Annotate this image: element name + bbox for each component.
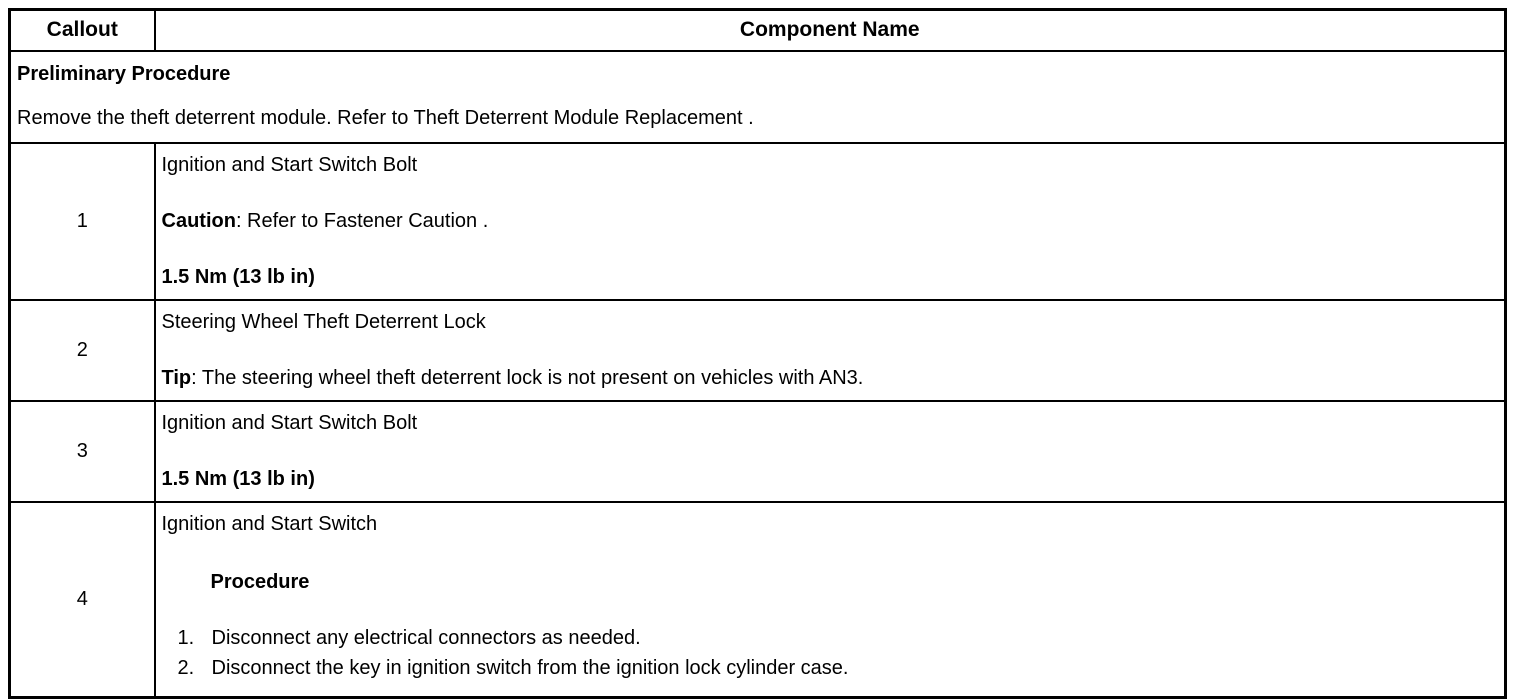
procedure-heading-4: Procedure xyxy=(210,571,310,594)
preliminary-procedure-row: Preliminary Procedure Remove the theft d… xyxy=(8,50,1507,145)
list-item: 1. Disconnect any electrical connectors … xyxy=(162,626,1499,650)
table-row: 2 Steering Wheel Theft Deterrent Lock Ti… xyxy=(8,299,1507,403)
tip-label: Tip xyxy=(161,367,192,390)
column-header-component-name: Component Name xyxy=(153,8,1507,53)
step-text: Disconnect any electrical connectors as … xyxy=(211,627,641,650)
callout-number-3: 3 xyxy=(8,400,156,504)
tip-note-2: Tip: The steering wheel theft deterrent … xyxy=(162,366,1499,390)
component-callout-table: Callout Component Name Preliminary Proce… xyxy=(8,8,1507,699)
table-head: Callout Component Name xyxy=(8,8,1507,53)
procedure-step-list: 1. Disconnect any electrical connectors … xyxy=(162,626,1499,680)
component-cell-3: Ignition and Start Switch Bolt 1.5 Nm (1… xyxy=(153,400,1507,504)
component-name-3: Ignition and Start Switch Bolt xyxy=(161,412,418,435)
callout-number-2: 2 xyxy=(8,299,156,403)
component-name-4: Ignition and Start Switch xyxy=(161,513,378,536)
table-header-row: Callout Component Name xyxy=(8,8,1507,53)
step-number: 1. xyxy=(177,627,195,650)
preliminary-procedure-text: Remove the theft deterrent module. Refer… xyxy=(17,107,754,130)
component-cell-1: Ignition and Start Switch Bolt Caution: … xyxy=(153,142,1507,302)
step-number: 2. xyxy=(177,657,195,680)
table-body: Preliminary Procedure Remove the theft d… xyxy=(8,50,1507,699)
component-cell-2: Steering Wheel Theft Deterrent Lock Tip:… xyxy=(153,299,1507,403)
caution-note-1: Caution: Refer to Fastener Caution . xyxy=(162,209,1499,233)
caution-text: : Refer to Fastener Caution . xyxy=(235,210,489,233)
component-name-1: Ignition and Start Switch Bolt xyxy=(161,154,418,177)
callout-number-1: 1 xyxy=(8,142,156,302)
torque-spec-1: 1.5 Nm (13 lb in) xyxy=(161,266,315,289)
tip-text: : The steering wheel theft deterrent loc… xyxy=(191,367,864,390)
table-row: 3 Ignition and Start Switch Bolt 1.5 Nm … xyxy=(8,400,1507,504)
list-item: 2. Disconnect the key in ignition switch… xyxy=(162,656,1499,680)
caution-label: Caution xyxy=(161,210,236,233)
torque-spec-3: 1.5 Nm (13 lb in) xyxy=(161,468,315,491)
column-header-callout: Callout xyxy=(8,8,156,53)
preliminary-procedure-title: Preliminary Procedure xyxy=(17,63,231,86)
table-row: 4 Ignition and Start Switch Procedure 1.… xyxy=(8,501,1507,699)
component-name-2: Steering Wheel Theft Deterrent Lock xyxy=(161,311,486,334)
table-row: 1 Ignition and Start Switch Bolt Caution… xyxy=(8,142,1507,302)
component-cell-4: Ignition and Start Switch Procedure 1. D… xyxy=(153,501,1507,699)
preliminary-procedure-cell: Preliminary Procedure Remove the theft d… xyxy=(8,50,1507,145)
step-text: Disconnect the key in ignition switch fr… xyxy=(211,657,849,680)
callout-number-4: 4 xyxy=(8,501,156,699)
